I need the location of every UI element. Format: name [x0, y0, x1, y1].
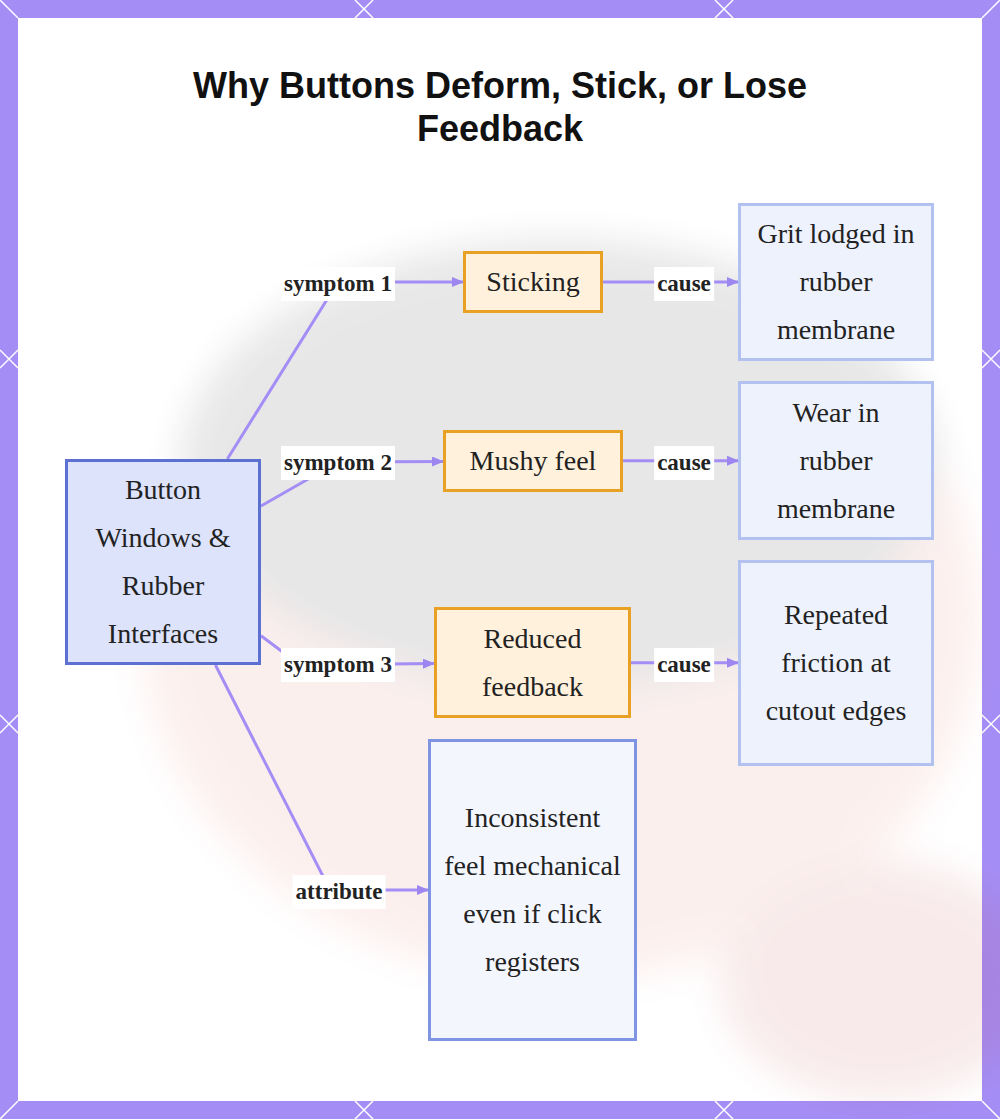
- frame-mark: [982, 350, 1000, 368]
- node-text: Sticking: [486, 258, 579, 306]
- frame-mark: [715, 0, 733, 18]
- corner-mark: [0, 0, 18, 18]
- cause-box: Wear in rubber membrane: [738, 381, 934, 540]
- corner-mark: [982, 1101, 1000, 1119]
- frame-mark: [0, 350, 18, 368]
- faded-shape: [720, 860, 1000, 1100]
- edge-label: cause: [654, 648, 714, 682]
- frame-mark: [355, 1101, 373, 1119]
- frame-mark: [355, 0, 373, 18]
- connector-arrow: [227, 282, 463, 459]
- node-text: Reduced feedback: [459, 615, 606, 711]
- cause-box: Repeated friction at cutout edges: [738, 560, 934, 766]
- cause-box: Inconsistent feel mechanical even if cli…: [428, 739, 637, 1041]
- frame-mark: [715, 1101, 733, 1119]
- frame-mark: [982, 715, 1000, 733]
- edge-label: cause: [654, 267, 714, 301]
- edge-label: cause: [654, 446, 714, 480]
- node-text: Grit lodged in rubber membrane: [757, 210, 915, 354]
- connector-arrow: [215, 665, 428, 890]
- symptom-box: Reduced feedback: [434, 607, 631, 718]
- corner-mark: [0, 1101, 18, 1119]
- frame-mark: [715, 0, 733, 18]
- node-text: Repeated friction at cutout edges: [763, 591, 909, 735]
- node-text: Inconsistent feel mechanical even if cli…: [443, 794, 622, 986]
- frame-mark: [0, 715, 18, 733]
- edge-label: symptom 2: [281, 446, 395, 480]
- node-text: Mushy feel: [470, 437, 597, 485]
- frame-mark: [982, 715, 1000, 733]
- frame-mark: [355, 1101, 373, 1119]
- symptom-box: Mushy feel: [443, 430, 623, 492]
- edge-label: symptom 3: [281, 648, 395, 682]
- frame-mark: [0, 715, 18, 733]
- symptom-box: Sticking: [463, 251, 603, 313]
- frame-mark: [0, 350, 18, 368]
- component-box: Button Windows & Rubber Interfaces: [65, 459, 261, 665]
- node-text: Wear in rubber membrane: [763, 389, 909, 533]
- node-text: Button Windows & Rubber Interfaces: [82, 466, 244, 658]
- frame-mark: [982, 350, 1000, 368]
- corner-mark: [982, 0, 1000, 18]
- frame-mark: [715, 1101, 733, 1119]
- faded-illustration: [140, 240, 1000, 1100]
- frame-mark: [355, 0, 373, 18]
- edge-label: attribute: [293, 875, 386, 909]
- diagram-title: Why Buttons Deform, Stick, or Lose Feedb…: [140, 64, 860, 150]
- cause-box: Grit lodged in rubber membrane: [738, 203, 934, 361]
- edge-label: symptom 1: [281, 267, 395, 301]
